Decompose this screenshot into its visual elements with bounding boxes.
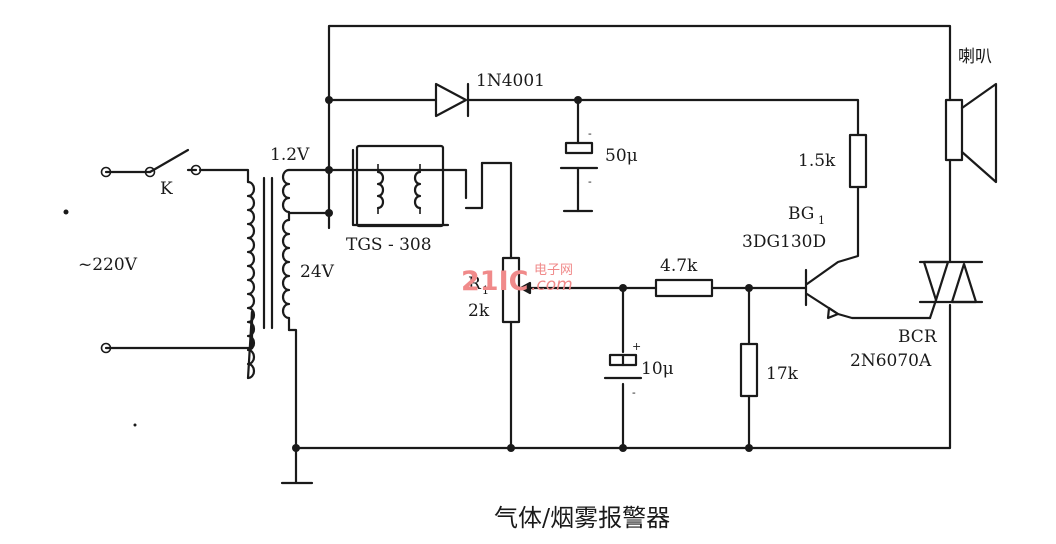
pot-value-label: 2k	[468, 301, 490, 321]
transistor-bg1	[826, 306, 840, 320]
triac-name-label: BCR	[898, 327, 938, 347]
watermark: 21IC 电子网 .com	[461, 263, 573, 297]
watermark-cn: 电子网	[534, 263, 573, 278]
mains-terminal	[100, 342, 112, 354]
junction-dots	[63, 96, 753, 452]
resistor-17k-label: 17k	[766, 364, 799, 384]
watermark-brand: 21IC	[461, 266, 528, 297]
speaker	[944, 82, 998, 184]
watermark-domain: .com	[531, 275, 573, 295]
switch-label: K	[160, 179, 173, 199]
filter-capacitor: - -	[559, 127, 599, 213]
transistor-type-label: 3DG130D	[742, 232, 826, 252]
transistor-name-label: BG	[788, 204, 814, 224]
mains-voltage-label: ~220V	[78, 255, 138, 275]
triac-type-label: 2N6070A	[850, 351, 932, 371]
wires	[104, 24, 952, 484]
power-switch: K	[100, 148, 202, 199]
speaker-label: 喇叭	[958, 47, 992, 67]
secondary-voltage-label: 24V	[300, 262, 335, 282]
heater-voltage-label: 1.2V	[270, 145, 310, 165]
filter-cap-minus-bottom: -	[588, 175, 592, 188]
sensor-label: TGS - 308	[346, 235, 432, 255]
resistor-17k	[739, 342, 759, 398]
filter-cap-minus: -	[588, 127, 592, 140]
resistor-4k7	[654, 278, 714, 298]
gas-sensor	[355, 144, 445, 228]
diode-label: 1N4001	[476, 71, 545, 91]
pot-subscript: 1	[482, 284, 489, 297]
resistor-4k7-label: 4.7k	[660, 256, 698, 276]
diode-1n4001	[434, 82, 470, 118]
transistor-subscript: 1	[818, 214, 825, 227]
potentiometer-r1	[501, 256, 532, 324]
timing-capacitor: + -	[603, 340, 643, 399]
timing-cap-plus: +	[632, 340, 641, 353]
resistor-1k5	[848, 133, 868, 189]
timing-cap-minus: -	[632, 386, 636, 399]
transformer	[198, 168, 291, 380]
filter-cap-label: 50μ	[605, 146, 638, 166]
resistor-1k5-label: 1.5k	[798, 151, 836, 171]
triac-bcr	[918, 260, 984, 320]
timing-cap-label: 10μ	[641, 359, 674, 379]
pot-name-label: R	[468, 274, 482, 294]
diagram-caption: 气体/烟雾报警器	[494, 504, 670, 532]
